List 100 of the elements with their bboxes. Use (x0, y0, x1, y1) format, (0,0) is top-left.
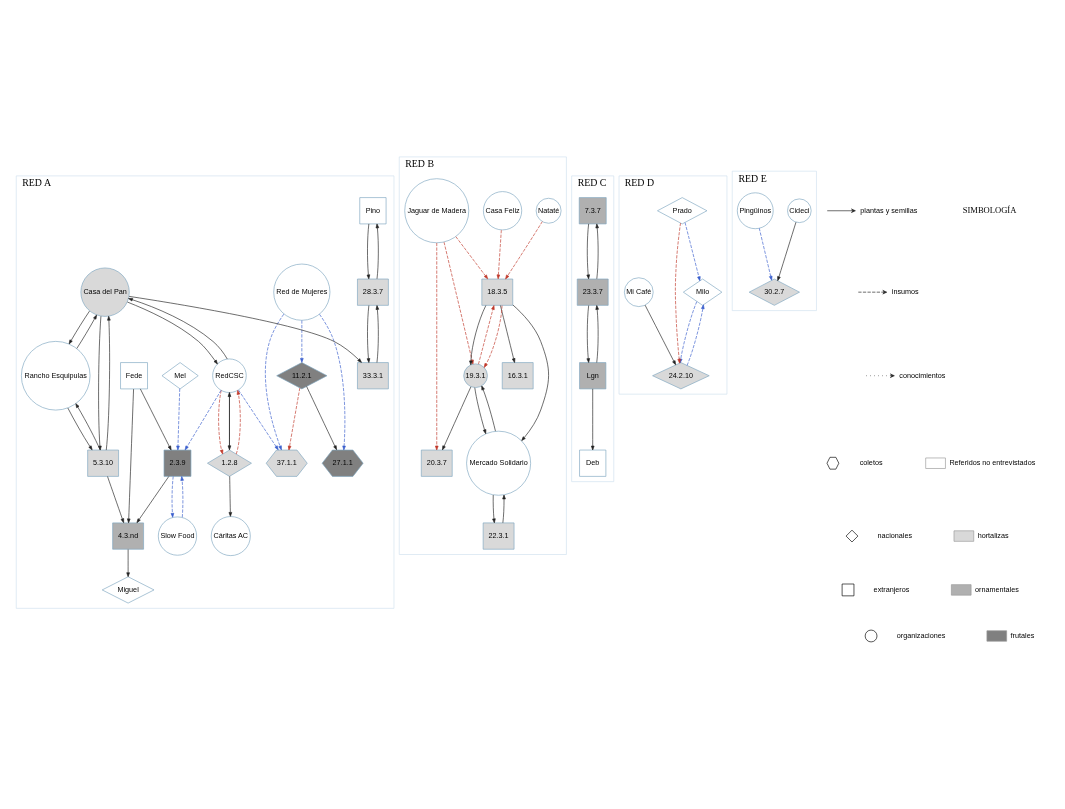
arrow (180, 475, 184, 518)
arrow (644, 304, 676, 365)
legend-label: ornamentales (975, 584, 1019, 594)
legend-label: insumos (891, 286, 919, 296)
legend-label: hortalizas (977, 530, 1009, 540)
arrow (435, 242, 439, 450)
legend-label: nacionales (877, 530, 913, 540)
node-box: 2.3.9 (163, 449, 192, 477)
node-circle: Casa Feliz (483, 190, 523, 230)
node-diamond: Milo (683, 278, 723, 306)
arrow (455, 235, 489, 279)
node-circle: Mi Café (624, 276, 654, 307)
arrow (68, 310, 90, 344)
arrow (474, 386, 487, 434)
arrow (758, 227, 773, 280)
arrow (505, 220, 543, 279)
arrow (238, 389, 279, 450)
arrow (375, 304, 380, 363)
arrow (595, 223, 599, 279)
arrow (492, 494, 496, 523)
arrow (306, 385, 337, 450)
arrow (184, 389, 222, 450)
arrow (586, 223, 590, 279)
arrow (265, 313, 285, 450)
arrow (136, 475, 170, 523)
arrow (105, 315, 111, 450)
arrow (591, 388, 595, 450)
node-diamond: Mel (161, 361, 199, 389)
legend-label: Referidos no entrevistados (949, 457, 1036, 467)
node-box: 20.3.7 (420, 449, 453, 477)
arrow (287, 387, 301, 450)
node-diamond: 11.2.1 (276, 361, 328, 389)
node-circle: Casa del Pan (80, 267, 130, 317)
arrow (478, 304, 495, 364)
arrow (686, 303, 705, 366)
node-diamond: 30.2.7 (748, 278, 800, 306)
arrow (126, 548, 130, 577)
node-box: 18.3.5 (481, 278, 514, 306)
arrow (500, 304, 516, 363)
arrow (128, 297, 228, 359)
legend-label: extranjeros (873, 584, 910, 594)
node-box: Deb (579, 449, 607, 477)
arrow (176, 387, 181, 450)
arrow (67, 407, 93, 450)
node-circle: Jaguar de Madera (404, 177, 470, 243)
node-box: 4.3.nd (112, 522, 144, 550)
legend-label: coletos (859, 457, 883, 467)
label: SIMBOLOGÍA (962, 204, 1017, 215)
node-circle: Red de Mujeres (273, 263, 331, 321)
legend-label: organizaciones (896, 630, 946, 640)
arrow (481, 385, 496, 431)
arrow (235, 389, 241, 454)
arrow (366, 304, 371, 363)
arrow (140, 388, 172, 450)
arrow (170, 475, 175, 518)
node-box: 7.3.7 (578, 196, 607, 224)
node-box: 28.3.7 (357, 278, 389, 306)
arrow (586, 304, 590, 363)
arrow (76, 314, 97, 349)
node-box: 23.3.7 (576, 278, 609, 306)
node-diamond: Prado (657, 196, 708, 224)
arrow (443, 241, 474, 364)
arrow (595, 304, 599, 363)
node-box: Lgn (579, 361, 607, 389)
arrow (366, 223, 371, 279)
arrow (319, 313, 346, 450)
node-circle: Pingüinos (736, 192, 774, 229)
node-box: Fede (120, 361, 148, 389)
arrow (228, 475, 233, 517)
node-circle: Slow Food (158, 516, 197, 556)
arrow (107, 475, 124, 523)
node-diamond: Miguel (101, 575, 155, 603)
arrow (375, 223, 380, 279)
arrow (128, 295, 362, 363)
arrow (127, 388, 134, 523)
arrow (442, 385, 472, 450)
arrow (496, 229, 502, 279)
arrow (300, 319, 304, 363)
node-box: 5.3.10 (87, 449, 119, 477)
legend-label: plantas y semillas (860, 205, 918, 215)
arrow (777, 221, 797, 281)
node-box: Pino (359, 196, 387, 224)
node-box: 22.3.1 (482, 522, 515, 550)
arrow (502, 494, 506, 523)
node-box: 33.3.1 (357, 361, 389, 389)
arrow (483, 304, 503, 368)
arrow (75, 402, 101, 450)
node-circle: Nataté (535, 197, 562, 224)
arrow (98, 315, 102, 450)
arrow (684, 221, 701, 281)
node-circle: Cáritas AC (210, 515, 251, 556)
legend-label: conocimientos (899, 370, 946, 380)
legend-label: frutales (1010, 630, 1035, 640)
arrow (218, 389, 224, 454)
node-circle: Cideci (787, 198, 812, 223)
arrow (127, 301, 218, 364)
arrow (227, 391, 232, 450)
node-box: 16.3.1 (501, 361, 534, 389)
arrow (512, 304, 549, 441)
arrow (469, 304, 487, 365)
